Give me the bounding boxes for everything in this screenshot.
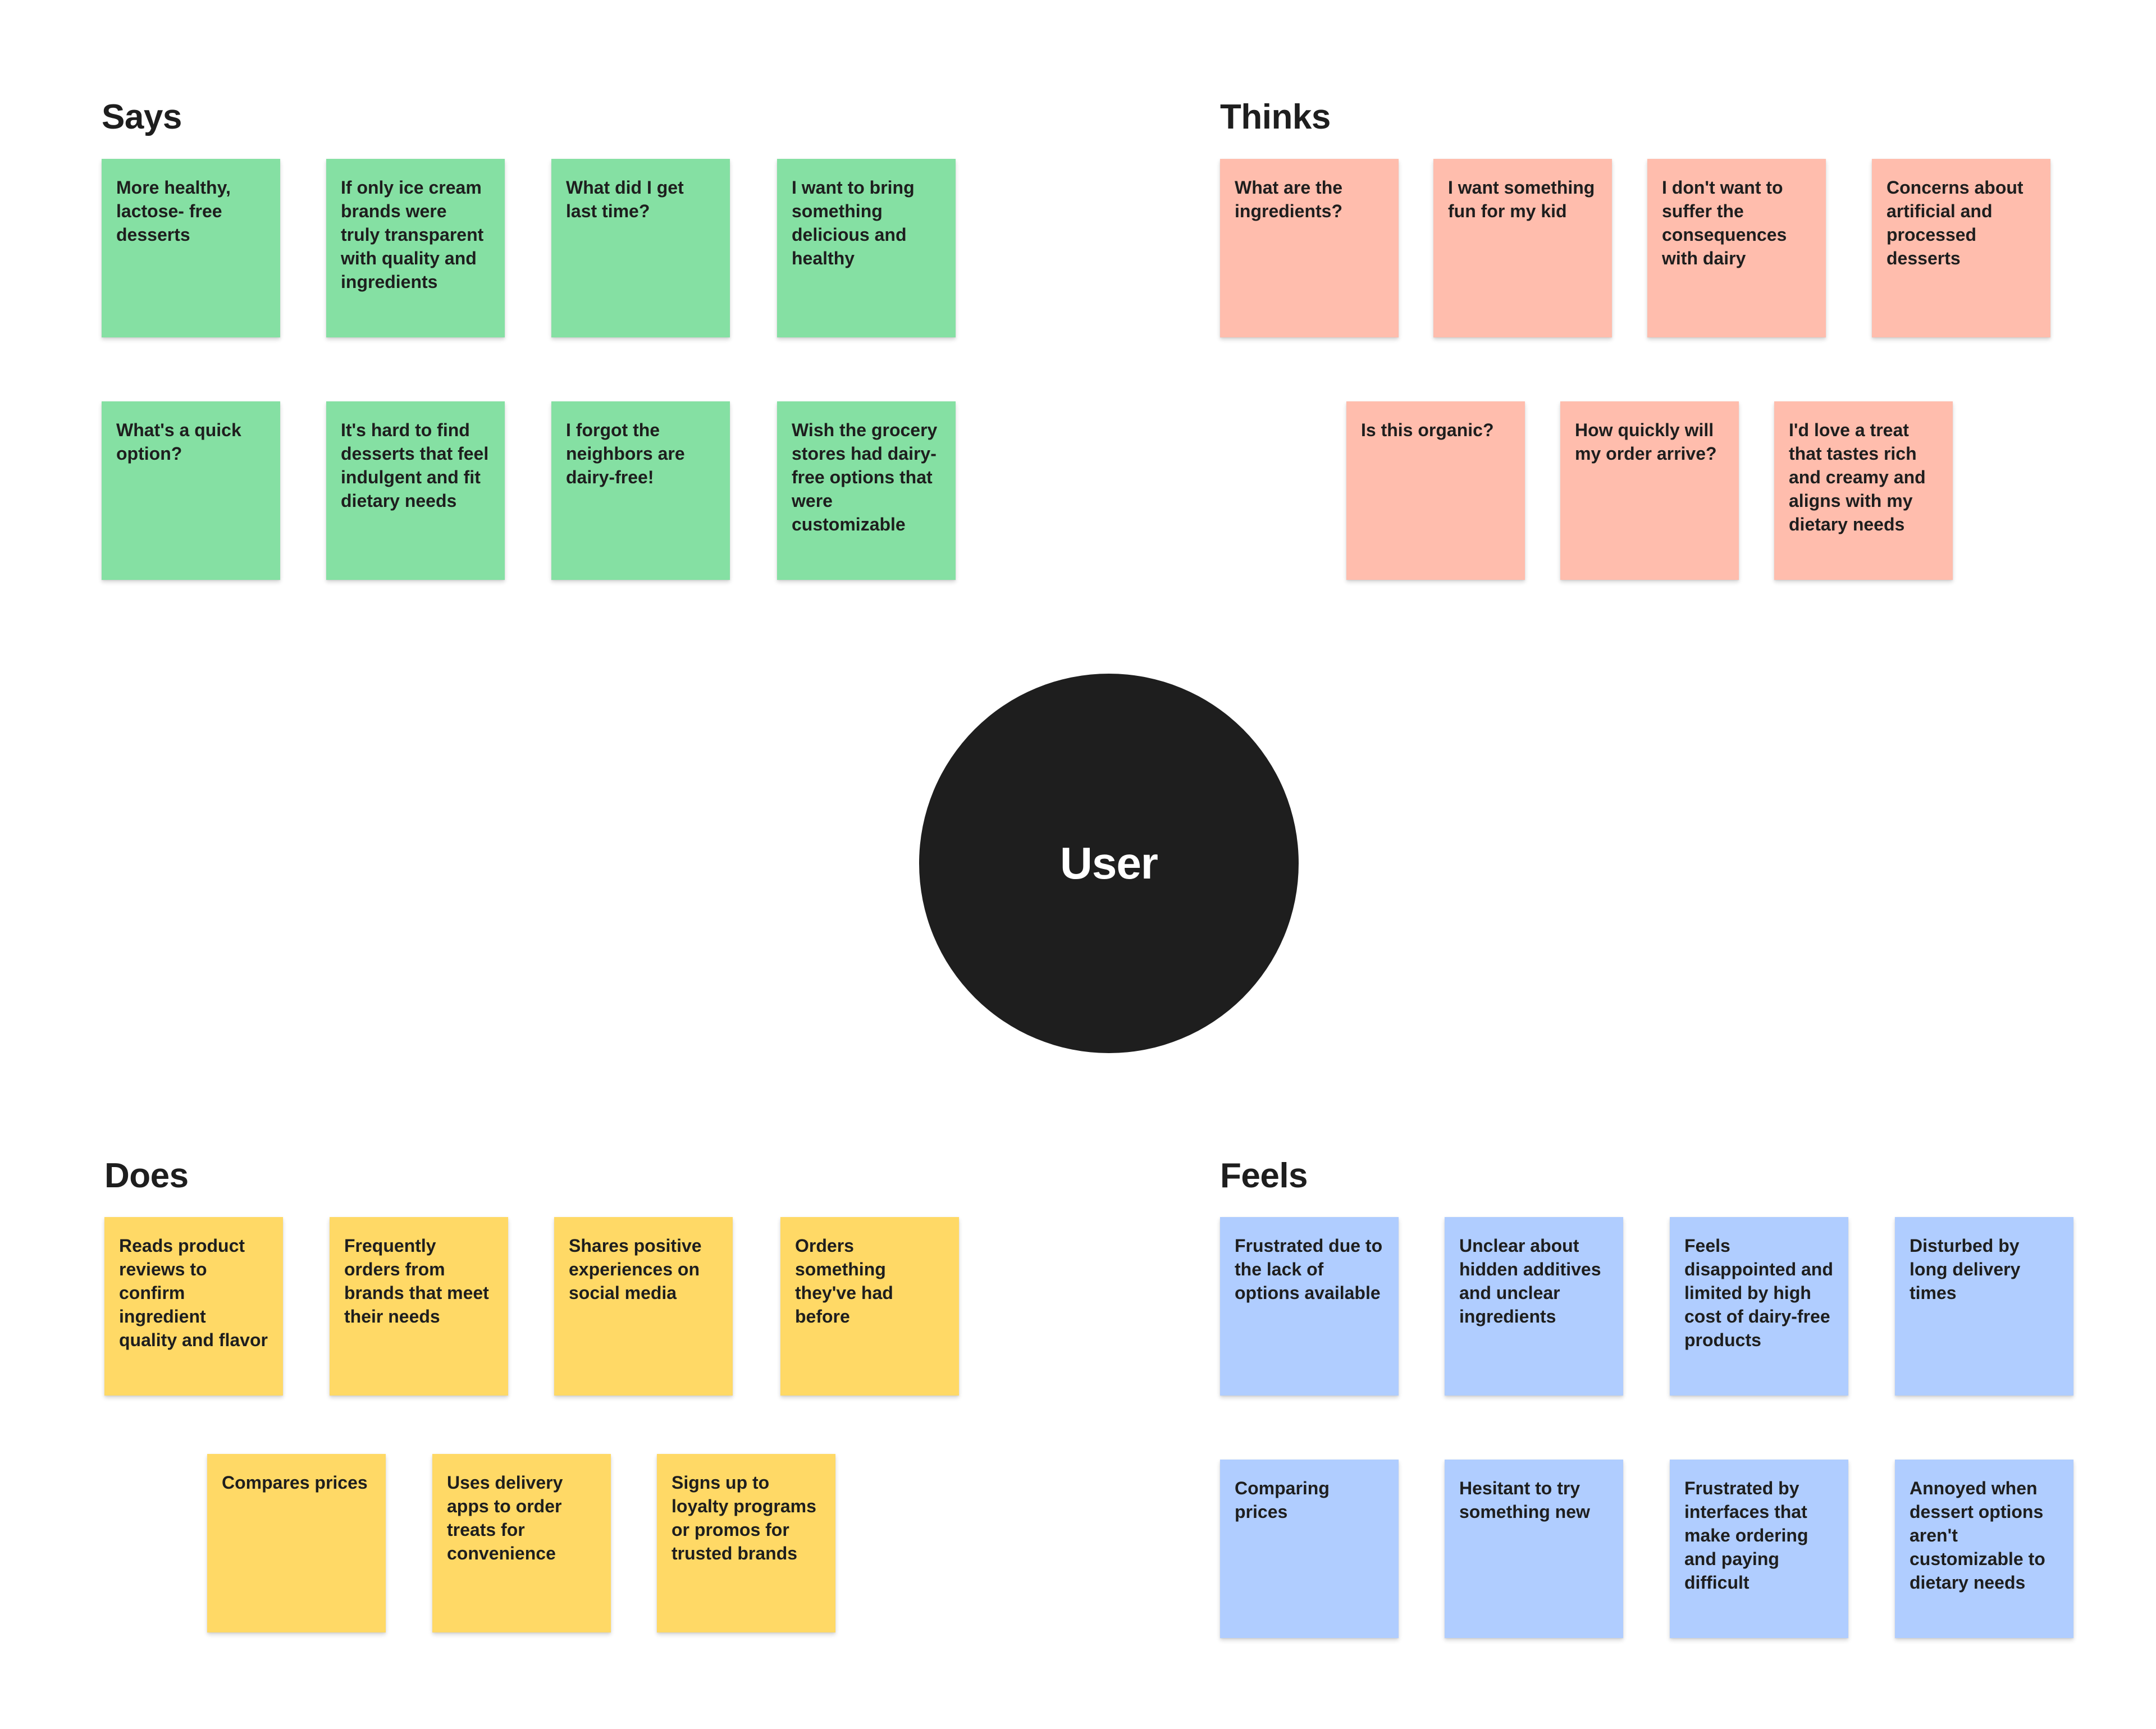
says-note[interactable]: I forgot the neighbors are dairy-free! <box>551 401 730 580</box>
does-note[interactable]: Frequently orders from brands that meet … <box>330 1217 508 1396</box>
feels-note-text: Feels disappointed and limited by high c… <box>1684 1236 1833 1350</box>
does-note-text: Signs up to loyalty programs or promos f… <box>672 1472 816 1563</box>
feels-note-text: Disturbed by long delivery times <box>1910 1236 2021 1303</box>
user-label: User <box>1060 838 1158 888</box>
says-note-text: If only ice cream brands were truly tran… <box>341 177 484 292</box>
feels-note[interactable]: Frustrated by interfaces that make order… <box>1670 1460 1848 1638</box>
feels-note[interactable]: Comparing prices <box>1220 1460 1399 1638</box>
says-note[interactable]: It's hard to find desserts that feel ind… <box>326 401 505 580</box>
says-note-text: I forgot the neighbors are dairy-free! <box>566 420 685 487</box>
says-note[interactable]: What's a quick option? <box>102 401 280 580</box>
does-note-text: Shares positive experiences on social me… <box>569 1236 702 1303</box>
says-note-text: More healthy, lactose- free desserts <box>116 177 231 245</box>
says-note-text: I want to bring something delicious and … <box>792 177 915 268</box>
says-note[interactable]: More healthy, lactose- free desserts <box>102 159 280 337</box>
does-note[interactable]: Compares prices <box>207 1454 386 1632</box>
thinks-note-text: Is this organic? <box>1361 420 1494 440</box>
thinks-note[interactable]: Is this organic? <box>1346 401 1525 580</box>
thinks-note-text: Concerns about artificial and processed … <box>1886 177 2023 268</box>
says-note-text: Wish the grocery stores had dairy-free o… <box>792 420 938 534</box>
thinks-note[interactable]: How quickly will my order arrive? <box>1560 401 1739 580</box>
feels-note-text: Frustrated due to the lack of options av… <box>1235 1236 1383 1303</box>
user-circle[interactable]: User <box>919 674 1299 1053</box>
feels-note[interactable]: Feels disappointed and limited by high c… <box>1670 1217 1848 1396</box>
thinks-note-text: How quickly will my order arrive? <box>1575 420 1717 464</box>
thinks-note-text: I don't want to suffer the consequences … <box>1662 177 1787 268</box>
says-note[interactable]: Wish the grocery stores had dairy-free o… <box>777 401 956 580</box>
feels-note-text: Annoyed when dessert options aren't cust… <box>1910 1478 2045 1593</box>
says-note[interactable]: If only ice cream brands were truly tran… <box>326 159 505 337</box>
thinks-note[interactable]: I want something fun for my kid <box>1433 159 1612 337</box>
does-note[interactable]: Reads product reviews to confirm ingredi… <box>104 1217 283 1396</box>
says-heading: Says <box>102 98 182 136</box>
says-note[interactable]: I want to bring something delicious and … <box>777 159 956 337</box>
does-note[interactable]: Uses delivery apps to order treats for c… <box>432 1454 611 1632</box>
does-note-text: Orders something they've had before <box>795 1236 893 1327</box>
feels-note-text: Unclear about hidden additives and uncle… <box>1459 1236 1601 1327</box>
thinks-note[interactable]: I'd love a treat that tastes rich and cr… <box>1774 401 1953 580</box>
says-note[interactable]: What did I get last time? <box>551 159 730 337</box>
thinks-note[interactable]: What are the ingredients? <box>1220 159 1399 337</box>
thinks-note[interactable]: I don't want to suffer the consequences … <box>1647 159 1826 337</box>
feels-note[interactable]: Frustrated due to the lack of options av… <box>1220 1217 1399 1396</box>
thinks-note-text: I want something fun for my kid <box>1448 177 1595 221</box>
does-heading: Does <box>104 1156 189 1195</box>
thinks-heading: Thinks <box>1220 98 1331 136</box>
feels-note[interactable]: Hesitant to try something new <box>1445 1460 1623 1638</box>
feels-note-text: Frustrated by interfaces that make order… <box>1684 1478 1808 1593</box>
does-note[interactable]: Orders something they've had before <box>780 1217 959 1396</box>
does-note-text: Compares prices <box>222 1472 368 1493</box>
feels-note[interactable]: Annoyed when dessert options aren't cust… <box>1895 1460 2073 1638</box>
feels-note[interactable]: Disturbed by long delivery times <box>1895 1217 2073 1396</box>
thinks-note-text: I'd love a treat that tastes rich and cr… <box>1789 420 1926 534</box>
does-note-text: Frequently orders from brands that meet … <box>344 1236 489 1327</box>
does-note[interactable]: Signs up to loyalty programs or promos f… <box>657 1454 835 1632</box>
thinks-note-text: What are the ingredients? <box>1235 177 1343 221</box>
does-note-text: Uses delivery apps to order treats for c… <box>447 1472 563 1563</box>
thinks-note[interactable]: Concerns about artificial and processed … <box>1872 159 2050 337</box>
feels-note[interactable]: Unclear about hidden additives and uncle… <box>1445 1217 1623 1396</box>
says-note-text: What did I get last time? <box>566 177 684 221</box>
does-note[interactable]: Shares positive experiences on social me… <box>554 1217 733 1396</box>
feels-note-text: Comparing prices <box>1235 1478 1330 1522</box>
says-note-text: What's a quick option? <box>116 420 241 464</box>
feels-heading: Feels <box>1220 1156 1308 1195</box>
feels-note-text: Hesitant to try something new <box>1459 1478 1590 1522</box>
does-note-text: Reads product reviews to confirm ingredi… <box>119 1236 268 1350</box>
says-note-text: It's hard to find desserts that feel ind… <box>341 420 489 511</box>
